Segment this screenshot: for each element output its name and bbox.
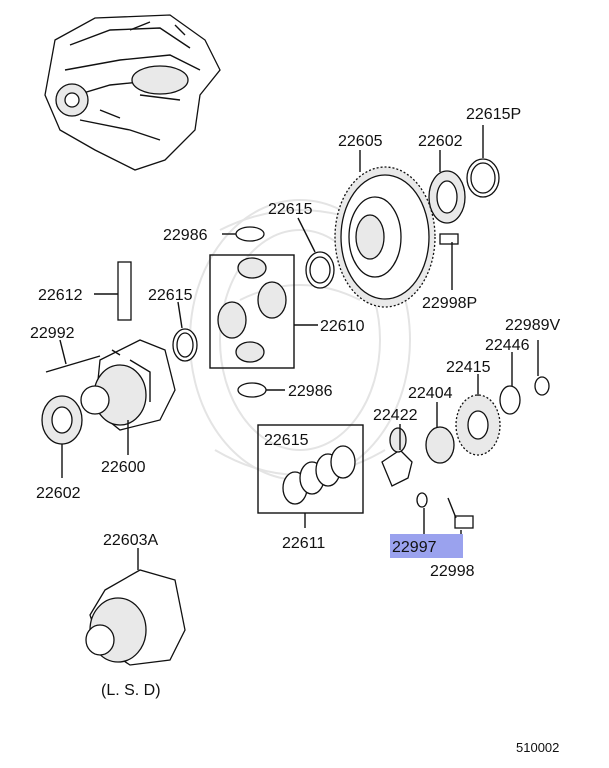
label-22404[interactable]: 22404 xyxy=(408,385,453,402)
label-22986-bottom[interactable]: 22986 xyxy=(288,383,333,400)
part-22415-gear xyxy=(455,374,501,456)
label-22422[interactable]: 22422 xyxy=(373,407,418,424)
part-22612-pinion-shaft xyxy=(94,261,132,321)
part-22615P-shim xyxy=(466,125,500,198)
part-22615-shim-mid xyxy=(172,301,198,362)
part-22602-bearing-top xyxy=(428,150,466,224)
part-22603A-lsd-differential xyxy=(85,548,186,666)
part-22422-drive-gear xyxy=(381,424,413,487)
label-22602-bottom[interactable]: 22602 xyxy=(36,485,81,502)
label-22610[interactable]: 22610 xyxy=(320,318,365,335)
label-22992[interactable]: 22992 xyxy=(30,325,75,342)
part-22446-washer xyxy=(499,352,521,415)
label-22605[interactable]: 22605 xyxy=(338,133,383,150)
label-22603A[interactable]: 22603A xyxy=(103,532,158,549)
label-22611[interactable]: 22611 xyxy=(282,535,325,552)
part-22610-pinion-set xyxy=(209,254,318,369)
label-22415[interactable]: 22415 xyxy=(446,359,491,376)
transaxle-assembly-illustration xyxy=(44,14,221,171)
part-22602-bearing-bottom xyxy=(41,395,83,478)
part-22605-ring-gear xyxy=(334,150,436,308)
label-22989V[interactable]: 22989V xyxy=(505,317,560,334)
label-22615-mid[interactable]: 22615 xyxy=(148,287,193,304)
label-22600[interactable]: 22600 xyxy=(101,459,146,476)
part-22989V-snap-ring xyxy=(534,340,550,396)
label-22612[interactable]: 22612 xyxy=(38,287,83,304)
part-22615-shim-top xyxy=(297,217,335,289)
part-22992-pin xyxy=(45,339,101,373)
label-22998P[interactable]: 22998P xyxy=(422,295,477,312)
label-22997[interactable]: 22997 xyxy=(392,539,437,556)
part-22998P-bolt xyxy=(439,233,459,290)
part-22998-bolt xyxy=(447,497,474,556)
part-22986-washer-bottom xyxy=(237,382,285,398)
part-22986-washer-top xyxy=(222,226,265,242)
label-22446[interactable]: 22446 xyxy=(485,337,530,354)
part-22611-spring-kit xyxy=(257,424,364,528)
label-lsd: (L. S. D) xyxy=(101,682,161,699)
part-22997-washer xyxy=(416,492,428,534)
part-22404-needle-bearing xyxy=(425,402,455,464)
diagram-code: 510002 xyxy=(516,740,559,755)
label-22986-top[interactable]: 22986 xyxy=(163,227,208,244)
label-22998[interactable]: 22998 xyxy=(430,563,475,580)
part-22600-differential-case xyxy=(80,339,176,455)
highlight-22997 xyxy=(390,534,463,558)
label-22615P[interactable]: 22615P xyxy=(466,106,521,123)
label-22602-top[interactable]: 22602 xyxy=(418,133,463,150)
label-22615-top[interactable]: 22615 xyxy=(268,201,313,218)
label-22615-low[interactable]: 22615 xyxy=(264,432,309,449)
